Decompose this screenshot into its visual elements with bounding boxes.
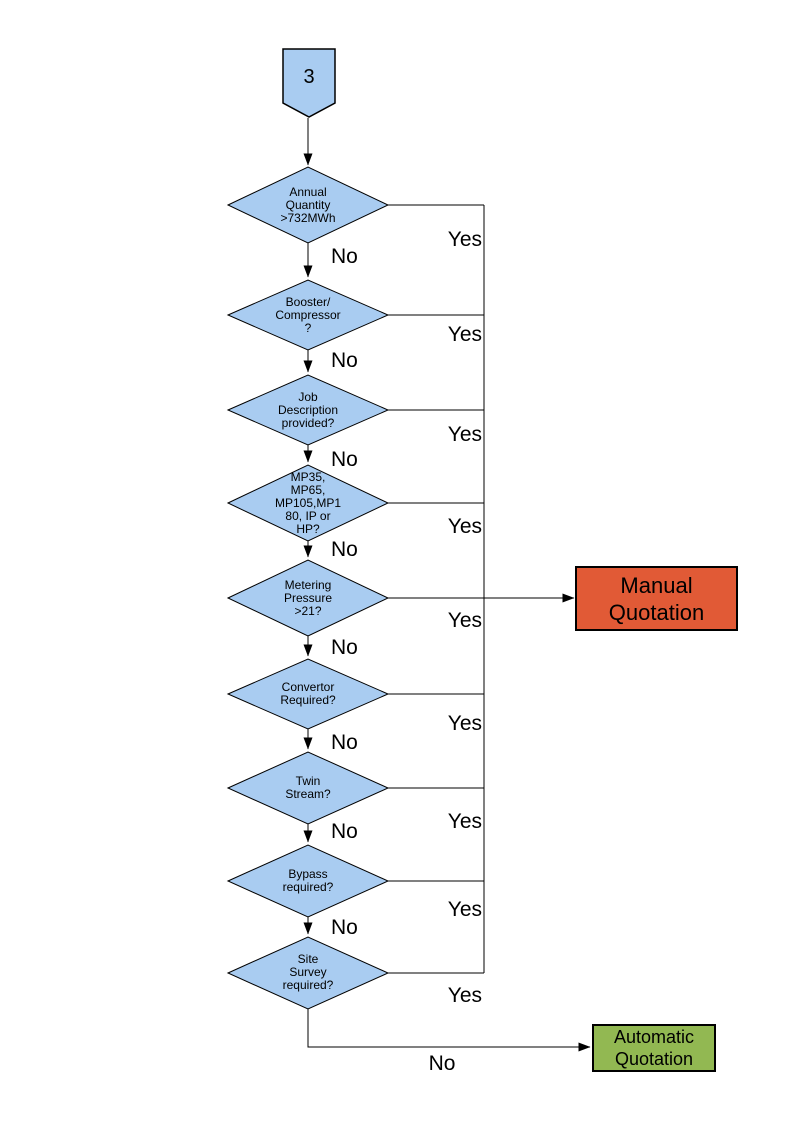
yes-label-2: Yes (447, 323, 482, 346)
no-label-2: No (331, 349, 358, 372)
decision-annual-quantity-shape (226, 166, 390, 244)
manual-quotation-label: Manual Quotation (608, 572, 705, 625)
offpage-connector-shape (282, 48, 336, 118)
no-label-9: No (428, 1052, 456, 1075)
no-label-5: No (331, 636, 358, 659)
decision-pressure-tier-label: MP35, MP65, MP105,MP1 80, IP or HP? (274, 470, 342, 536)
yes-label-8: Yes (447, 898, 482, 921)
no-label-8: No (331, 916, 358, 939)
yes-label-1: Yes (447, 228, 482, 251)
decision-job-description-label: Job Description provided? (277, 390, 339, 430)
manual-quotation-box (575, 566, 738, 631)
decision-booster-compressor-label: Booster/ Compressor ? (275, 295, 341, 335)
decision-metering-pressure-shape (226, 559, 390, 637)
decision-bypass-shape (226, 844, 390, 918)
no-label-7: No (331, 820, 358, 843)
decision-booster-compressor-shape (226, 279, 390, 351)
yes-label-9: Yes (447, 984, 482, 1007)
no-label-3: No (331, 448, 358, 471)
yes-label-5: Yes (447, 609, 482, 632)
offpage-connector-label: 3 (303, 65, 315, 88)
decision-twin-stream-label: Twin Stream? (285, 774, 331, 801)
decision-annual-quantity-label: Annual Quantity >732MWh (280, 185, 336, 225)
yes-label-6: Yes (447, 712, 482, 735)
automatic-quotation-box (592, 1024, 716, 1072)
decision-job-description-shape (226, 374, 390, 446)
decision-bypass-label: Bypass required? (282, 867, 334, 894)
yes-label-4: Yes (447, 515, 482, 538)
decision-site-survey-shape (226, 936, 390, 1010)
no-label-4: No (331, 538, 358, 561)
decision-metering-pressure-label: Metering Pressure >21? (283, 578, 333, 618)
decision-pressure-tier-shape (226, 464, 390, 542)
no-label-6: No (331, 731, 358, 754)
arrow-to-automatic-quotation (307, 1009, 591, 1052)
decision-twin-stream-shape (226, 751, 390, 825)
automatic-quotation-label: Automatic Quotation (613, 1027, 695, 1069)
no-label-1: No (331, 245, 358, 268)
decision-convertor-shape (226, 658, 390, 730)
decision-site-survey-label: Site Survey required? (282, 952, 334, 992)
yes-label-3: Yes (447, 423, 482, 446)
decision-convertor-label: Convertor Required? (280, 680, 336, 707)
yes-label-7: Yes (447, 810, 482, 833)
